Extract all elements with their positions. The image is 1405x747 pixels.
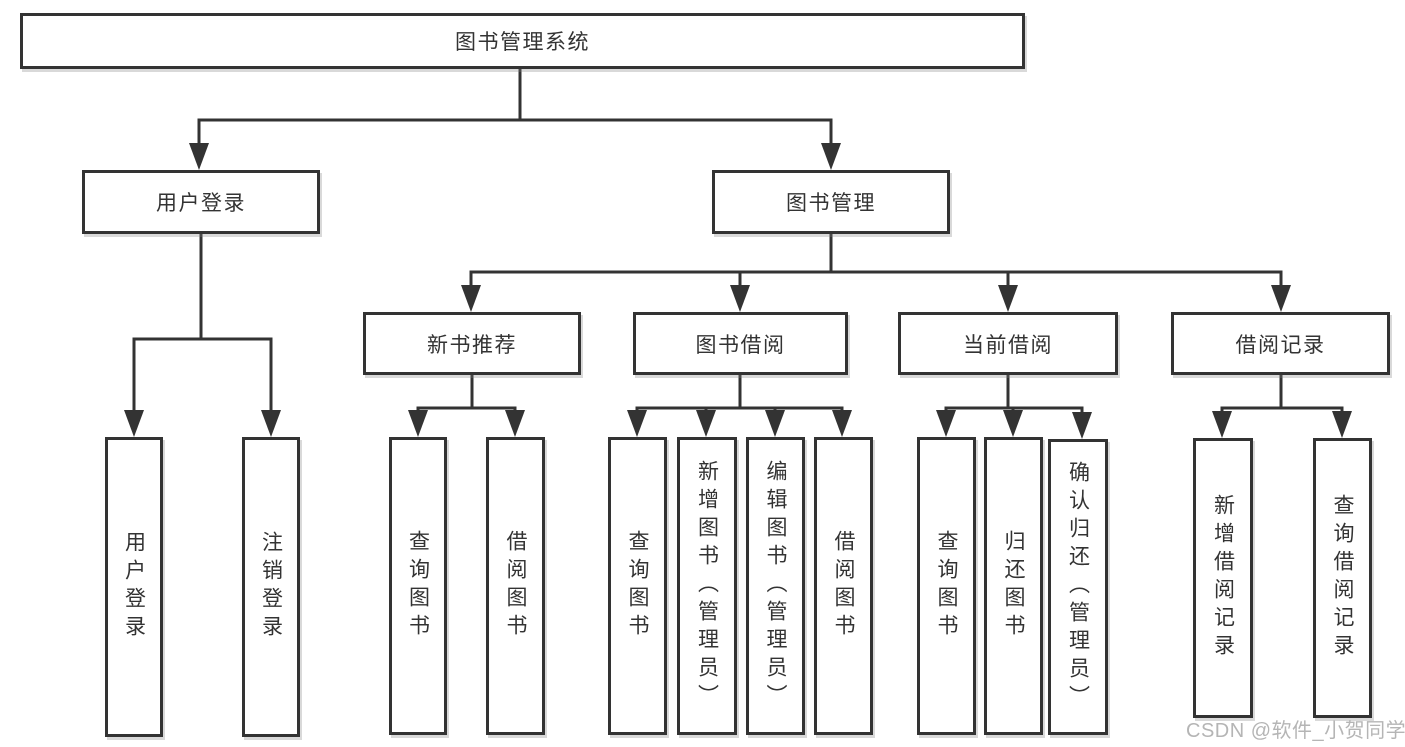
leaf-user-login: 用户登录 bbox=[105, 437, 163, 737]
node-label: 注销登录 bbox=[259, 531, 283, 643]
arrowheads bbox=[124, 143, 1352, 439]
node-label: 用户登录 bbox=[156, 192, 246, 215]
node-label: 归还图书 bbox=[1002, 530, 1026, 642]
node-label: 确认归还（管理员） bbox=[1066, 461, 1090, 713]
leaf-newrec-query-books: 查询图书 bbox=[389, 437, 447, 735]
node-new-book-recommend: 新书推荐 bbox=[363, 312, 581, 375]
leaf-records-add-record: 新增借阅记录 bbox=[1193, 438, 1253, 718]
leaf-borrow-add-books-admin: 新增图书（管理员） bbox=[677, 437, 737, 735]
node-book-management: 图书管理 bbox=[712, 170, 950, 234]
leaf-borrow-borrow-books: 借阅图书 bbox=[814, 437, 873, 735]
leaf-newrec-borrow-books: 借阅图书 bbox=[486, 437, 545, 735]
node-borrow-records: 借阅记录 bbox=[1171, 312, 1390, 375]
node-label: 图书管理 bbox=[786, 192, 876, 215]
node-label: 新书推荐 bbox=[427, 333, 517, 357]
node-label: 借阅图书 bbox=[504, 530, 528, 642]
node-label: 查询图书 bbox=[935, 530, 959, 642]
node-book-borrow: 图书借阅 bbox=[633, 312, 848, 375]
leaf-current-return-books: 归还图书 bbox=[984, 437, 1043, 735]
leaf-logout: 注销登录 bbox=[242, 437, 300, 737]
leaf-current-confirm-return-admin: 确认归还（管理员） bbox=[1048, 439, 1108, 735]
node-label: 图书管理系统 bbox=[455, 31, 590, 54]
node-label: 查询借阅记录 bbox=[1331, 494, 1355, 662]
node-label: 编辑图书（管理员） bbox=[764, 460, 788, 712]
node-label: 借阅记录 bbox=[1235, 333, 1326, 357]
node-root: 图书管理系统 bbox=[20, 13, 1025, 69]
leaf-records-query-record: 查询借阅记录 bbox=[1313, 438, 1372, 718]
leaf-current-query-books: 查询图书 bbox=[917, 437, 976, 735]
node-label: 用户登录 bbox=[122, 531, 146, 643]
node-label: 新增借阅记录 bbox=[1211, 494, 1235, 662]
leaf-borrow-edit-books-admin: 编辑图书（管理员） bbox=[746, 437, 805, 735]
node-label: 新增图书（管理员） bbox=[695, 460, 719, 712]
node-label: 借阅图书 bbox=[832, 530, 856, 642]
node-label: 当前借阅 bbox=[963, 333, 1053, 357]
csdn-watermark: CSDN @软件_小贺同学 bbox=[1186, 720, 1405, 742]
node-label: 查询图书 bbox=[406, 530, 430, 642]
node-user-login: 用户登录 bbox=[82, 170, 320, 234]
node-label: 图书借阅 bbox=[695, 333, 786, 357]
node-label: 查询图书 bbox=[626, 530, 650, 642]
leaf-borrow-query-books: 查询图书 bbox=[608, 437, 667, 735]
node-current-borrow: 当前借阅 bbox=[898, 312, 1118, 375]
